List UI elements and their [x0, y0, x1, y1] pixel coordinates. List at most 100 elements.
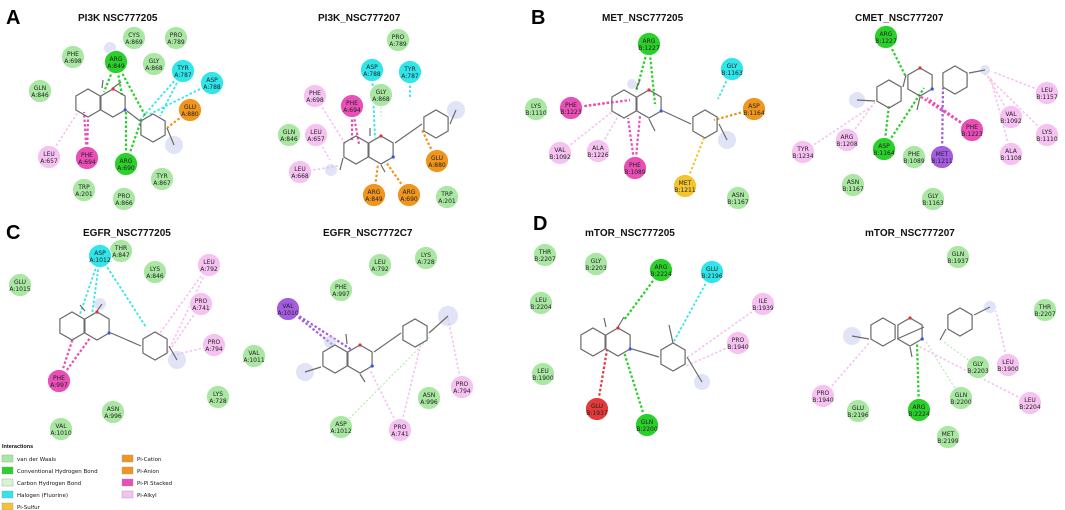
ligand-ring: [75, 88, 101, 118]
residue-disc: [726, 331, 750, 355]
residues: PROA:789ASPA:788TYRA:787GLYA:868PHEA:698…: [277, 28, 459, 209]
residue-disc: [1033, 298, 1057, 322]
ligand-structure: [325, 101, 465, 176]
residue-name: GLU: [852, 405, 864, 412]
legend-item-hbond: Conventional Hydrogen Bond: [1, 466, 98, 475]
residue-disc: [673, 174, 697, 198]
residue-disc: [397, 183, 421, 207]
residue-disc: [37, 145, 61, 169]
residue-id: A:690: [400, 196, 418, 203]
ligand-ring: [100, 88, 126, 118]
ligand-bond: [968, 69, 986, 74]
residue-name: ASP: [366, 64, 378, 71]
residue-name: GLY: [928, 193, 939, 200]
residue-disc: [841, 173, 865, 197]
interaction-line: [802, 105, 873, 153]
legend-label: Halogen (Fluorine): [17, 493, 68, 499]
residue-id: B:1164: [743, 110, 765, 117]
residue-name: GLN: [641, 419, 653, 426]
ligand-structure: [75, 42, 183, 154]
ligand-halo: [325, 164, 337, 176]
legend-swatch: [121, 466, 134, 475]
oxygen-atom: [111, 87, 115, 91]
residue-id: B:1163: [721, 70, 743, 77]
residue-disc: [164, 26, 188, 50]
ligand-structure: [843, 301, 996, 358]
residue-name: LEU: [203, 259, 215, 266]
interaction-line: [287, 308, 353, 351]
residue-disc: [340, 94, 364, 118]
legend-label: Pi-Pi Stacked: [137, 481, 172, 487]
residue-disc: [49, 417, 73, 441]
residue-name: THR: [1038, 304, 1051, 311]
residue-name: LEU: [1024, 397, 1036, 404]
residue-disc: [122, 26, 146, 50]
residue-id: A:880: [181, 111, 199, 118]
ligand-bond: [373, 332, 402, 353]
residue-name: ARG: [841, 134, 854, 141]
residue-id: B:1937: [586, 410, 608, 417]
legend-item-carbon-hbond: Carbon Hydrogen Bond: [1, 478, 81, 487]
residue-disc: [242, 344, 266, 368]
residue-disc: [548, 141, 572, 165]
residue-name: ALA: [592, 145, 605, 152]
interaction-line: [883, 87, 925, 150]
residue-id: A:201: [75, 191, 93, 198]
ligand-ring: [142, 331, 168, 361]
residue-id: A:868: [372, 96, 390, 103]
legend-label: Pi-Alkyl: [137, 493, 157, 499]
panel-c-title-right: EGFR_NSC7772C7: [323, 228, 413, 239]
residue-name: GLN: [952, 251, 964, 258]
residue-id: B:2207: [1034, 311, 1056, 318]
ligand-ring: [140, 113, 166, 143]
residue-name: PHE: [346, 100, 358, 107]
panel-a-title-left: PI3K NSC777205: [78, 13, 158, 24]
residue-name: PHE: [565, 102, 577, 109]
residue-name: GLY: [591, 258, 602, 265]
residue-id: A:698: [306, 97, 324, 104]
residue-name: PHE: [335, 284, 347, 291]
residue-id: A:789: [389, 41, 407, 48]
ligand-bond: [916, 96, 921, 111]
nitrogen-atom: [107, 331, 111, 335]
residue-name: LEU: [1041, 87, 1053, 94]
residue-id: A:849: [365, 196, 383, 203]
ligand-ring: [942, 65, 968, 95]
oxygen-atom: [616, 326, 620, 330]
ligand-halo: [627, 79, 637, 89]
nitrogen-atom: [920, 337, 924, 341]
panel-c-title-left: EGFR_NSC777205: [83, 228, 171, 239]
ligand-bond: [166, 127, 175, 146]
ligand-ring: [84, 311, 110, 341]
residue-id: B:1234: [792, 153, 814, 160]
residue-name: TYR: [176, 65, 189, 72]
residue-disc: [104, 50, 128, 74]
residue-disc: [584, 252, 608, 276]
residue-id: B:1110: [1036, 136, 1058, 143]
residue-disc: [8, 273, 32, 297]
ligand-bond: [635, 79, 641, 90]
ligand-bond: [345, 333, 348, 345]
residue-id: B:2207: [534, 256, 556, 263]
residue-id: A:1010: [277, 310, 298, 317]
residue-name: PHE: [309, 90, 321, 97]
diagram-d-right: GLNB:1937THRB:2207GLYB:2203LEUB:1900PROB…: [811, 245, 1057, 449]
ligand-structure: [611, 79, 736, 149]
residue-name: TRP: [440, 191, 453, 198]
